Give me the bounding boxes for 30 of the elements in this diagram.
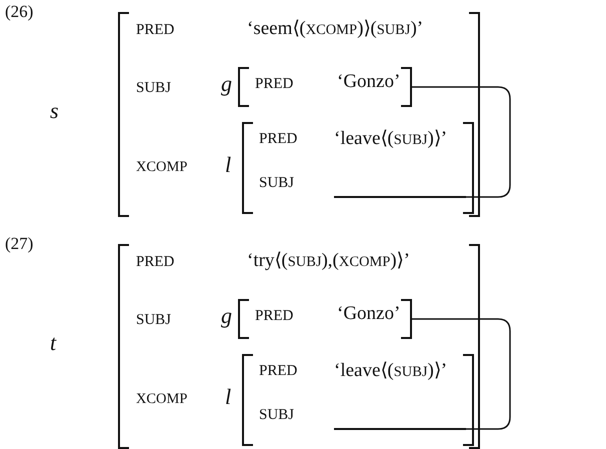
attribute-name: SUBJ: [259, 175, 294, 192]
empty-value-line: [334, 194, 466, 198]
attribute-value: ‘Gonzo’: [337, 303, 400, 325]
attribute-value: ‘Gonzo’: [337, 71, 400, 93]
attribute-name: PRED: [136, 254, 174, 271]
attribute-name: PRED: [259, 131, 298, 148]
attribute-value: XCOMP: [136, 390, 188, 409]
attribute-value: ‘seem⟨(XCOMP)⟩(SUBJ)’: [247, 17, 424, 40]
attribute-value: ‘leave⟨(SUBJ)⟩’: [334, 127, 448, 150]
structure-label: t: [50, 330, 56, 356]
structure-sharing-line: [412, 86, 511, 198]
attribute-value: ‘leave⟨(SUBJ)⟩’: [334, 359, 448, 382]
example-number: (26): [5, 2, 34, 22]
attribute-name: PRED: [259, 363, 298, 380]
structure-sharing-line: [412, 318, 511, 430]
empty-value-line: [334, 426, 466, 430]
attribute-name: PRED: [136, 22, 174, 39]
attribute-name: SUBJ: [136, 312, 172, 329]
attribute-name: SUBJ: [259, 407, 294, 424]
structure-label: g: [221, 303, 232, 329]
attribute-value: XCOMP: [136, 158, 188, 177]
structure-label: l: [225, 384, 232, 410]
attribute-name: SUBJ: [136, 80, 172, 97]
structure-label: l: [225, 152, 232, 178]
example-number: (27): [5, 234, 34, 254]
attribute-name: PRED: [255, 76, 294, 93]
attribute-value: ‘try⟨(SUBJ),(XCOMP)⟩’: [247, 249, 410, 272]
structure-label: s: [50, 98, 59, 124]
attribute-name: PRED: [255, 308, 294, 325]
structure-label: g: [221, 71, 232, 97]
